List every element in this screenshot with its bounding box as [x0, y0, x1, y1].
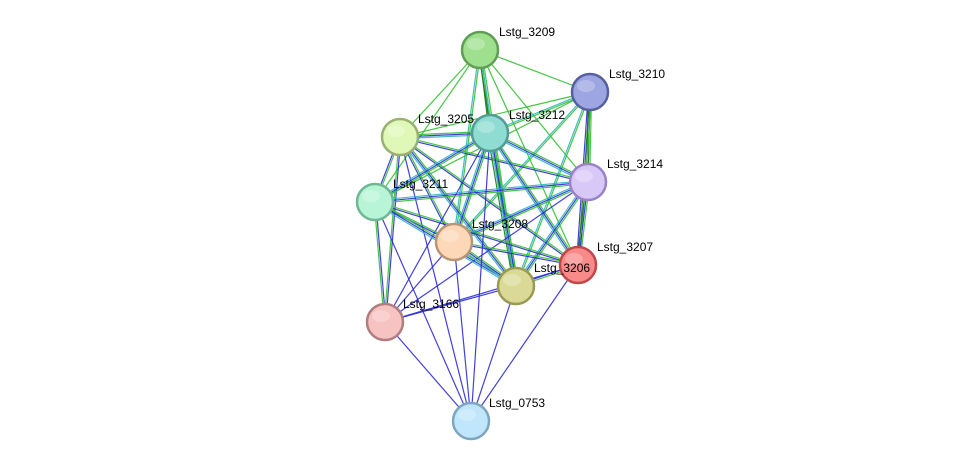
node-label-lstg-3166: Lstg_3166	[403, 297, 459, 311]
node-label-lstg-3207: Lstg_3207	[597, 240, 653, 254]
node-highlight-lstg-3211	[362, 190, 380, 202]
node-lstg-3208[interactable]	[434, 222, 474, 262]
node-highlight-lstg-3206	[503, 274, 521, 286]
edge-lstg-3207-lstg-0753-coexpression[interactable]	[470, 264, 579, 422]
edge-lstg-3205-lstg-3166-coexpression[interactable]	[385, 137, 402, 323]
edge-lstg-3211-lstg-3166-coexpression[interactable]	[375, 201, 387, 322]
edge-lstg-3209-lstg-3205-textmining[interactable]	[399, 49, 481, 138]
edge-lstg-3212-lstg-3206-neighborhood[interactable]	[487, 133, 515, 287]
edge-lstg-3205-lstg-3166-textmining[interactable]	[383, 136, 400, 322]
node-highlight-lstg-3208	[441, 230, 459, 242]
edge-lstg-3214-lstg-3211-coexpression[interactable]	[374, 181, 589, 203]
node-label-lstg-3212: Lstg_3212	[509, 108, 565, 122]
edge-lstg-3214-lstg-3211-textmining[interactable]	[375, 182, 589, 205]
node-label-lstg-3206: Lstg_3206	[534, 261, 590, 275]
node-lstg-3209[interactable]	[460, 30, 500, 70]
node-lstg-3214[interactable]	[568, 162, 608, 202]
edge-lstg-3206-lstg-3166-coexpression[interactable]	[384, 285, 517, 323]
node-lstg-3206[interactable]	[496, 266, 536, 306]
edge-lstg-3210-lstg-3206-textmining[interactable]	[516, 92, 592, 287]
edge-lstg-3214-lstg-3166-coexpression[interactable]	[384, 181, 589, 323]
edge-lstg-3210-lstg-3206-database[interactable]	[514, 91, 590, 286]
node-circle-lstg-3212[interactable]	[470, 113, 510, 153]
node-lstg-3166[interactable]	[365, 302, 405, 342]
edge-lstg-3214-lstg-3208-database[interactable]	[453, 179, 588, 242]
node-highlight-lstg-3210	[577, 80, 595, 92]
node-circle-lstg-3166[interactable]	[365, 302, 405, 342]
edge-lstg-3212-lstg-3206-coexpression[interactable]	[490, 132, 518, 286]
node-label-lstg-3210: Lstg_3210	[609, 67, 665, 81]
edge-lstg-3212-lstg-3211-database[interactable]	[373, 131, 490, 202]
node-circle-lstg-3206[interactable]	[496, 266, 536, 306]
node-lstg-0753[interactable]	[451, 401, 491, 441]
node-highlight-lstg-3209	[467, 38, 485, 50]
node-label-lstg-3205: Lstg_3205	[418, 112, 474, 126]
node-label-lstg-3211: Lstg_3211	[393, 177, 448, 191]
edge-lstg-3205-lstg-3206-coexpression[interactable]	[399, 136, 517, 287]
node-highlight-lstg-3207	[565, 253, 583, 265]
node-label-lstg-3208: Lstg_3208	[472, 217, 528, 231]
network-nodes	[355, 30, 610, 441]
edge-lstg-3208-lstg-3207-coexpression[interactable]	[453, 242, 578, 267]
node-lstg-3207[interactable]	[558, 245, 598, 285]
node-circle-lstg-3211[interactable]	[355, 182, 395, 222]
edge-lstg-3205-lstg-3214-textmining[interactable]	[400, 135, 589, 182]
node-highlight-lstg-3214	[575, 170, 593, 182]
edge-lstg-3214-lstg-3208-textmining[interactable]	[454, 182, 589, 245]
node-label-lstg-3214: Lstg_3214	[607, 157, 663, 171]
node-label-lstg-3209: Lstg_3209	[499, 25, 555, 39]
edge-lstg-3212-lstg-3207-coexpression[interactable]	[489, 132, 579, 266]
edge-lstg-3214-lstg-3211-database[interactable]	[374, 179, 588, 202]
edge-lstg-3205-lstg-3208-textmining[interactable]	[400, 136, 456, 242]
node-lstg-3212[interactable]	[470, 113, 510, 153]
edge-lstg-3205-lstg-3206-textmining[interactable]	[400, 135, 518, 286]
edge-lstg-3166-lstg-0753-coexpression[interactable]	[384, 321, 472, 422]
edge-lstg-3211-lstg-3166-textmining[interactable]	[373, 202, 385, 323]
node-highlight-lstg-3205	[387, 125, 405, 137]
edge-lstg-3214-lstg-3206-coexpression[interactable]	[515, 181, 589, 287]
edge-lstg-3208-lstg-0753-coexpression[interactable]	[453, 241, 472, 422]
node-circle-lstg-0753[interactable]	[451, 401, 491, 441]
network-edges	[373, 49, 593, 422]
node-lstg-3205[interactable]	[380, 117, 420, 157]
edge-lstg-3212-lstg-3206-database[interactable]	[488, 133, 516, 287]
edge-lstg-3205-lstg-3207-textmining[interactable]	[400, 135, 579, 265]
edge-lstg-3211-lstg-3207-coexpression[interactable]	[374, 202, 578, 267]
edge-lstg-3209-lstg-3211-textmining[interactable]	[374, 49, 481, 203]
node-highlight-lstg-3166	[372, 310, 390, 322]
edge-lstg-3212-lstg-3211-coexpression[interactable]	[374, 132, 491, 203]
node-circle-lstg-3210[interactable]	[570, 72, 610, 112]
edge-lstg-3209-lstg-3210-textmining[interactable]	[479, 49, 591, 93]
edge-lstg-3212-lstg-0753-coexpression[interactable]	[470, 132, 491, 422]
edge-lstg-3214-lstg-3206-database[interactable]	[514, 180, 588, 286]
node-circle-lstg-3205[interactable]	[380, 117, 420, 157]
node-label-lstg-0753: Lstg_0753	[489, 396, 545, 410]
edge-lstg-3212-lstg-3207-database[interactable]	[488, 133, 578, 267]
node-circle-lstg-3207[interactable]	[558, 245, 598, 285]
edge-lstg-3212-lstg-3206-textmining[interactable]	[491, 132, 519, 286]
edge-lstg-3208-lstg-3207-textmining[interactable]	[454, 240, 579, 265]
edge-lstg-3206-lstg-0753-coexpression[interactable]	[470, 285, 517, 422]
edge-lstg-3205-lstg-0753-coexpression[interactable]	[399, 136, 472, 422]
node-circle-lstg-3209[interactable]	[460, 30, 500, 70]
edge-lstg-3212-lstg-3211-textmining[interactable]	[375, 133, 492, 204]
edge-lstg-3205-lstg-3206-database[interactable]	[398, 137, 516, 288]
node-lstg-3211[interactable]	[355, 182, 395, 222]
node-highlight-lstg-3212	[477, 121, 495, 133]
edge-lstg-3207-lstg-3166-coexpression[interactable]	[384, 264, 579, 323]
edge-lstg-3212-lstg-3166-coexpression[interactable]	[384, 132, 491, 323]
edge-lstg-3211-lstg-3207-textmining[interactable]	[375, 200, 579, 265]
edge-lstg-3205-lstg-3207-coexpression[interactable]	[399, 137, 578, 267]
node-circle-lstg-3214[interactable]	[568, 162, 608, 202]
node-circle-lstg-3208[interactable]	[434, 222, 474, 262]
node-highlight-lstg-0753	[458, 409, 476, 421]
edge-lstg-3212-lstg-3207-textmining[interactable]	[490, 131, 580, 265]
node-lstg-3210[interactable]	[570, 72, 610, 112]
edge-lstg-3214-lstg-3206-textmining[interactable]	[516, 182, 590, 288]
